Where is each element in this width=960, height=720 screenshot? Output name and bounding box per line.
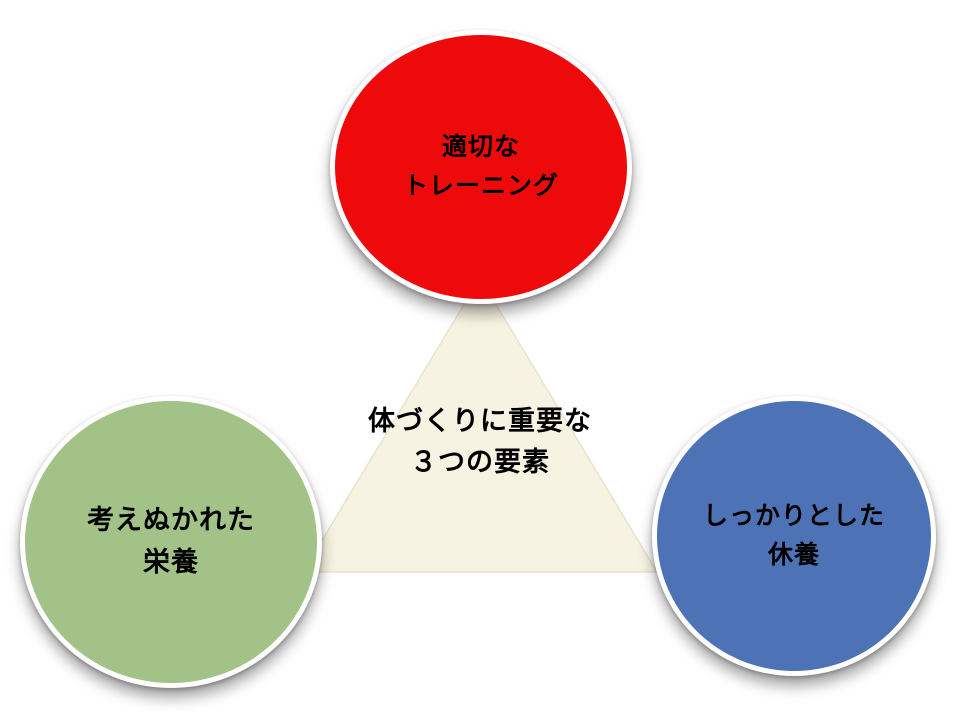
center-caption-line1: 体づくりに重要な: [368, 406, 592, 437]
node-rest-circle: しっかりとした 休養: [652, 396, 936, 676]
node-training-circle: 適切な トレーニング: [330, 30, 632, 304]
node-nutrition-label: 考えぬかれた 栄養: [87, 500, 255, 584]
node-rest-line1: しっかりとした: [702, 501, 885, 531]
node-rest-label: しっかりとした 休養: [703, 497, 885, 575]
node-training-label: 適切な トレーニング: [403, 128, 559, 206]
center-caption-line2: ３つの要素: [410, 446, 550, 478]
center-caption: 体づくりに重要な ３つの要素: [330, 402, 630, 483]
triangle-polygon: [301, 276, 659, 573]
node-nutrition-line1: 考えぬかれた: [87, 505, 255, 537]
node-nutrition-circle: 考えぬかれた 栄養: [20, 396, 322, 688]
node-rest-line2: 休養: [767, 540, 820, 569]
node-nutrition-line2: 栄養: [143, 547, 199, 578]
node-training-line2: トレーニング: [402, 171, 559, 200]
node-training-line1: 適切な: [441, 132, 520, 162]
